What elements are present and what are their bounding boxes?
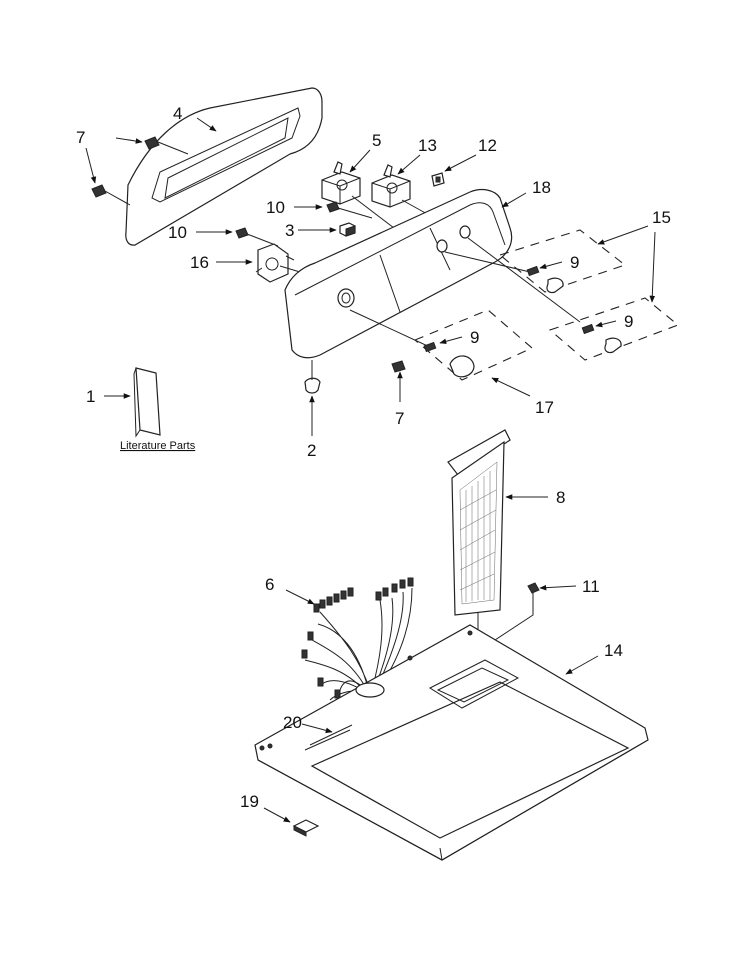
clip-part-12 bbox=[431, 172, 445, 187]
part-3-block bbox=[339, 222, 356, 237]
callout-labels: 4 7 5 13 12 18 10 3 10 16 15 9 9 9 1 7 1… bbox=[76, 104, 671, 811]
callout-7-top: 7 bbox=[76, 128, 85, 147]
callout-12: 12 bbox=[478, 136, 497, 155]
callout-2: 2 bbox=[307, 441, 316, 460]
screw-part-7-lower bbox=[391, 360, 406, 373]
callout-10-upper: 10 bbox=[266, 198, 285, 217]
callout-19: 19 bbox=[240, 792, 259, 811]
callout-14: 14 bbox=[604, 641, 623, 660]
callout-1: 1 bbox=[86, 387, 95, 406]
top-panel-part-14 bbox=[254, 624, 649, 861]
callout-9-right-upper: 9 bbox=[570, 253, 579, 272]
callout-13: 13 bbox=[418, 136, 437, 155]
literature-parts-caption: Literature Parts bbox=[120, 440, 196, 452]
switch-part-5 bbox=[321, 161, 395, 229]
callout-20: 20 bbox=[283, 713, 302, 732]
screw-part-11 bbox=[494, 582, 540, 641]
lint-filter-part-8 bbox=[447, 429, 511, 682]
callout-17: 17 bbox=[535, 398, 554, 417]
callout-3: 3 bbox=[285, 221, 294, 240]
knob-group-15 bbox=[498, 229, 680, 361]
callout-8: 8 bbox=[556, 488, 565, 507]
timer-part-16 bbox=[255, 243, 301, 283]
callout-6: 6 bbox=[265, 575, 274, 594]
part-2-foot bbox=[304, 360, 321, 394]
leader-arrows bbox=[85, 117, 656, 823]
callout-9-center: 9 bbox=[470, 328, 479, 347]
callout-10-lower: 10 bbox=[168, 223, 187, 242]
rear-trim-panel-part bbox=[125, 87, 323, 246]
callout-9-right-lower: 9 bbox=[624, 312, 633, 331]
callout-4: 4 bbox=[173, 104, 182, 123]
console-part-18 bbox=[284, 188, 581, 359]
knob-group-17 bbox=[413, 309, 534, 381]
callout-5: 5 bbox=[372, 131, 381, 150]
callout-7-lower: 7 bbox=[395, 409, 404, 428]
callout-18: 18 bbox=[532, 178, 551, 197]
callout-16: 16 bbox=[190, 253, 209, 272]
callout-11: 11 bbox=[582, 577, 600, 596]
part-19-pad bbox=[292, 819, 320, 837]
literature-part-1 bbox=[133, 367, 161, 438]
screw-part bbox=[91, 136, 189, 206]
callout-15: 15 bbox=[652, 208, 671, 227]
